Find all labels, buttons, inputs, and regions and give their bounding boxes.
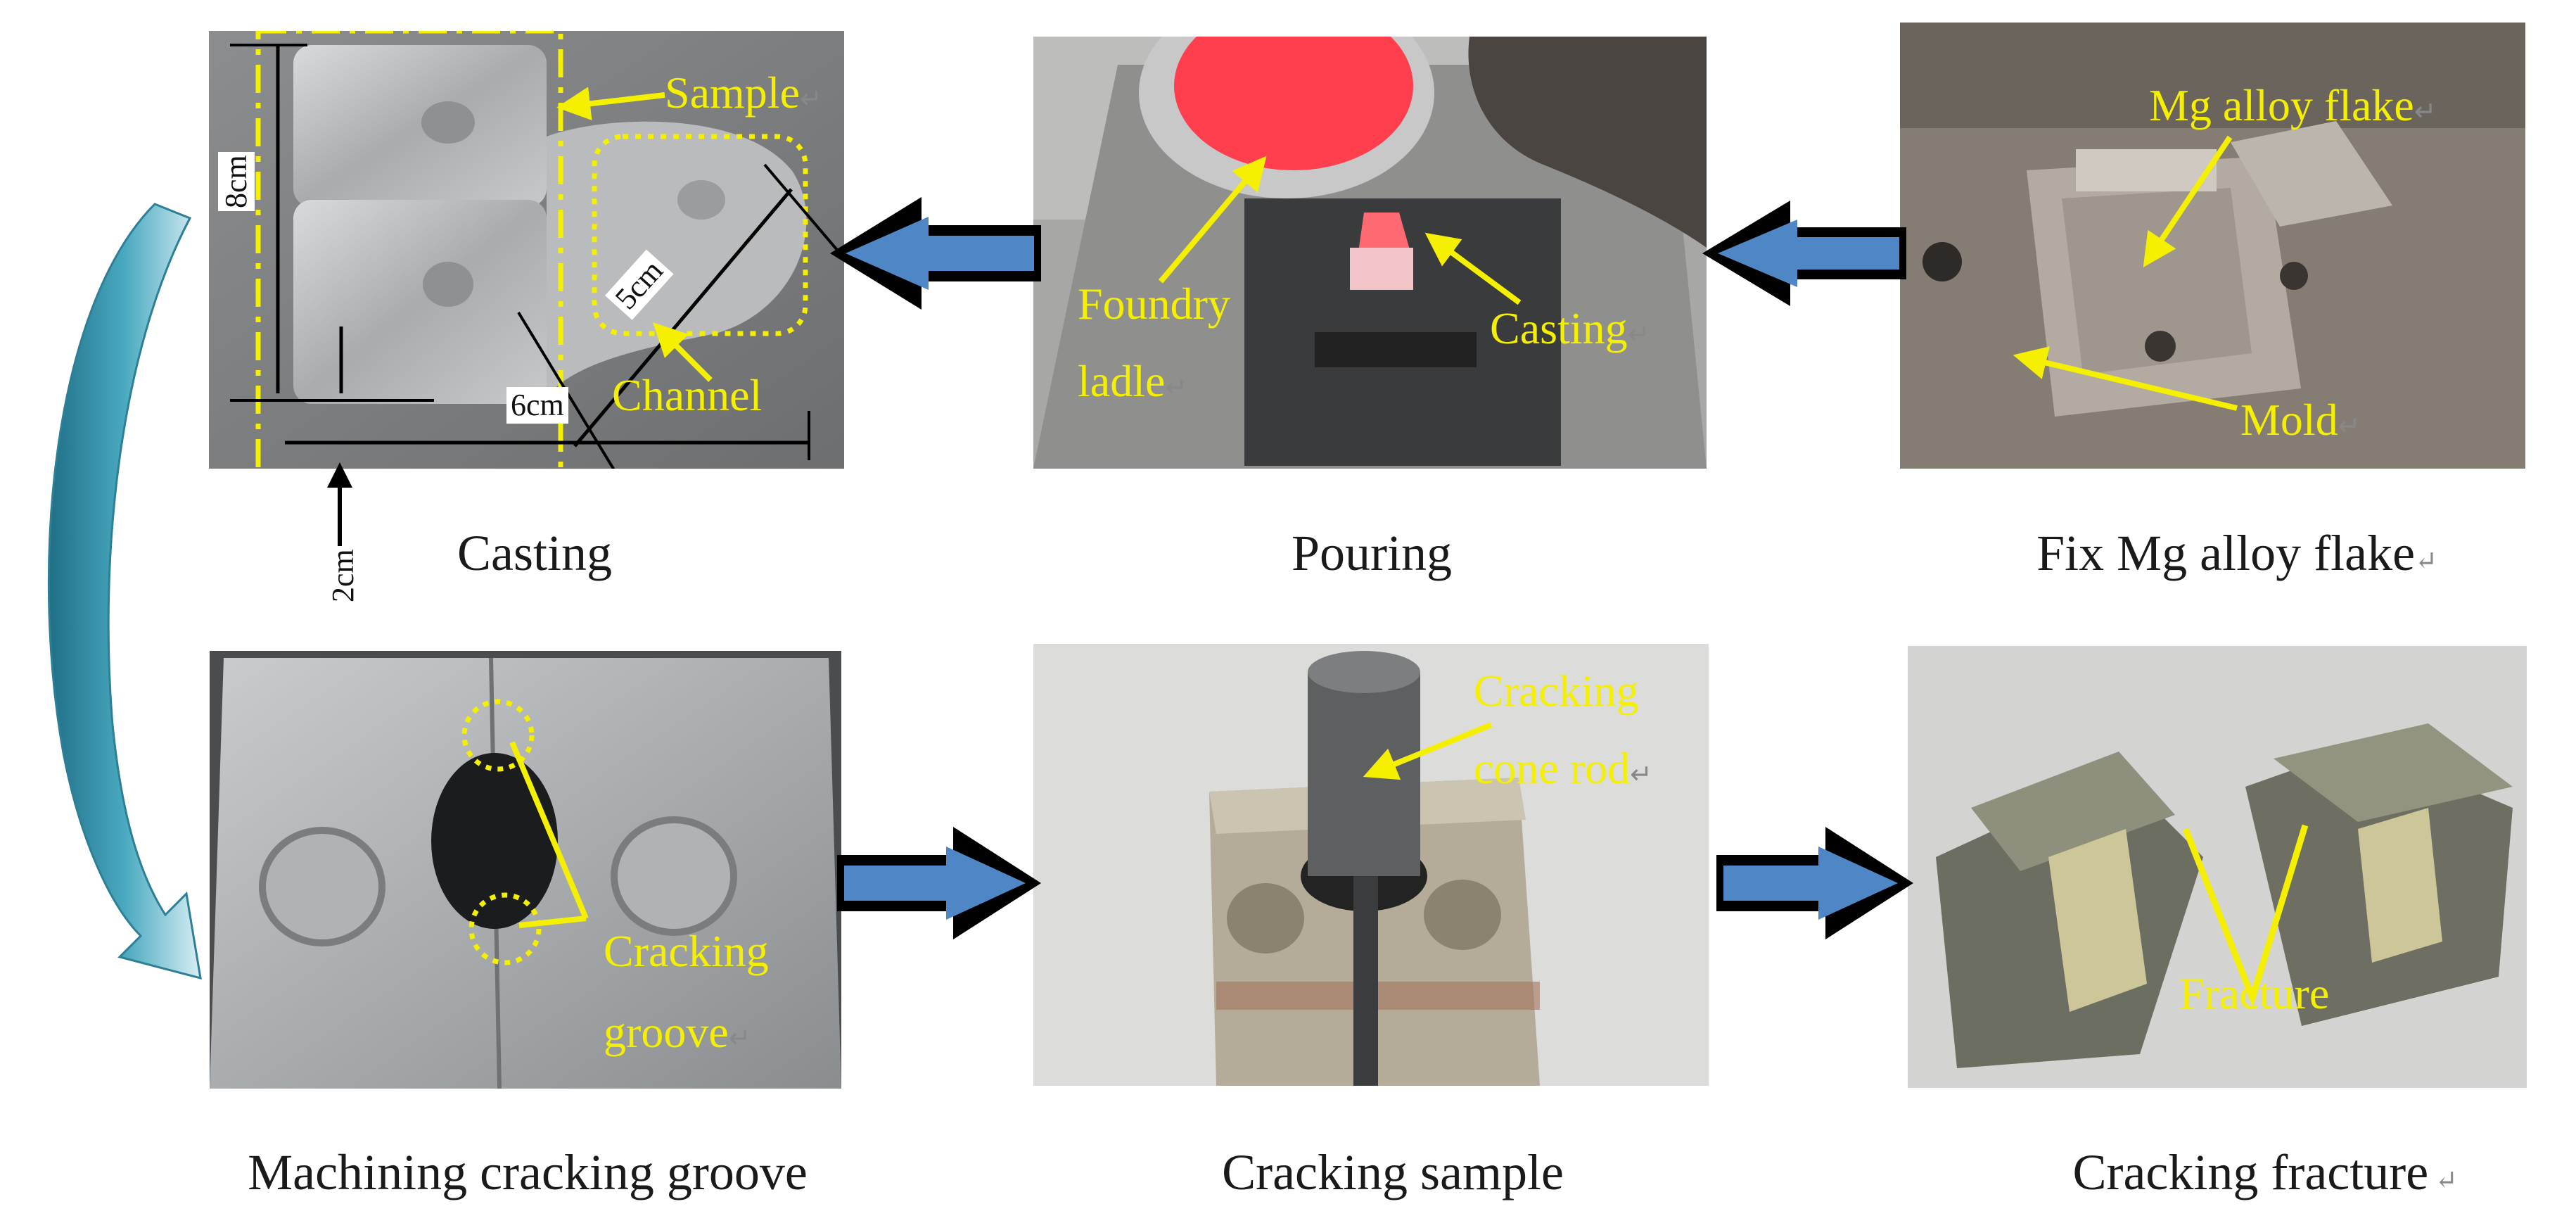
caption-casting: Casting xyxy=(457,525,612,581)
label-ladle: ladle↵ xyxy=(1078,356,1188,406)
label-cracking-groove-2: groove↵ xyxy=(604,1007,751,1057)
label-fracture: Fracture xyxy=(2179,968,2330,1018)
flow-arrow-pouring-to-casting xyxy=(830,197,1041,310)
label-sample: Sample↵ xyxy=(665,68,822,118)
cracking-sample-photo xyxy=(1033,644,1709,1086)
label-mg-alloy-flake: Mg alloy flake↵ xyxy=(2149,80,2437,130)
pouring-photo xyxy=(1033,37,1707,469)
caption-machining: Machining cracking groove xyxy=(248,1144,808,1200)
caption-cracking-fracture: Cracking fracture ↵ xyxy=(2072,1144,2458,1200)
flow-arrow-machining-to-sample xyxy=(837,827,1041,939)
label-cracking-cone-rod-1: Cracking xyxy=(1474,666,1639,716)
cracking-fracture-photo xyxy=(1908,646,2527,1088)
caption-fix-flake: Fix Mg alloy flake↵ xyxy=(2036,525,2437,581)
curved-flow-arrow xyxy=(14,190,204,1063)
dim-6cm: 6cm xyxy=(506,387,568,424)
label-mold: Mold↵ xyxy=(2240,395,2361,445)
flow-arrow-sample-to-fracture xyxy=(1716,827,1913,939)
label-cracking-cone-rod-2: cone rod↵ xyxy=(1474,743,1652,793)
caption-pouring: Pouring xyxy=(1291,525,1453,581)
label-foundry: Foundry xyxy=(1078,279,1230,329)
machining-photo xyxy=(210,651,841,1089)
label-channel: Channel xyxy=(612,370,763,420)
caption-cracking-sample: Cracking sample xyxy=(1222,1144,1564,1200)
flow-arrow-flake-to-pouring xyxy=(1702,201,1906,306)
label-cracking-groove-1: Cracking xyxy=(604,926,769,976)
dim-2cm: 2cm xyxy=(325,546,362,605)
dim-8cm: 8cm xyxy=(218,152,255,211)
label-casting: Casting↵ xyxy=(1490,303,1650,353)
